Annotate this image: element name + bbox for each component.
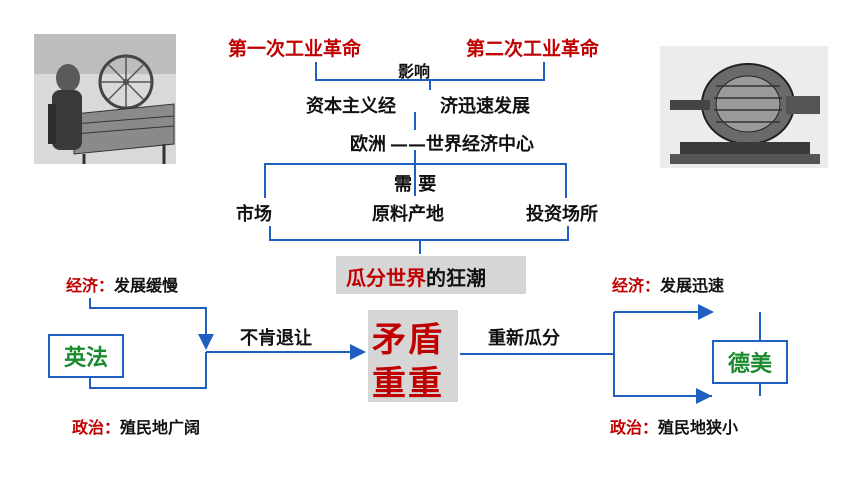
left-econ-label: 经济： xyxy=(66,276,115,295)
britain-france-label: 英法 xyxy=(63,345,108,371)
left-politics-label: 政治： xyxy=(72,418,121,437)
right-politics: 政治：殖民地狭小 xyxy=(610,414,738,438)
world-center-label: ——世界经济中心 xyxy=(390,134,534,155)
refuse-to-yield-label: 不肯退让 xyxy=(240,328,312,349)
left-econ: 经济：发展缓慢 xyxy=(66,272,178,296)
conflict-line-1: 矛盾 xyxy=(372,320,444,360)
left-politics-value: 殖民地广阔 xyxy=(120,418,201,437)
right-econ-label: 经济： xyxy=(612,276,661,295)
frenzy-title: 瓜分世界的狂潮 xyxy=(346,262,486,291)
germany-usa-box: 德美 xyxy=(712,340,788,384)
generator-machine-photo xyxy=(660,46,828,168)
conflict-line-2: 重重 xyxy=(372,364,444,404)
frenzy-red-text: 瓜分世界 xyxy=(346,266,426,290)
capitalism-text-b: 济迅速发展 xyxy=(440,96,530,117)
britain-france-box: 英法 xyxy=(48,334,124,378)
right-econ-value: 发展迅速 xyxy=(660,276,725,295)
influence-label: 影响 xyxy=(398,62,431,81)
need-item-investment: 投资场所 xyxy=(526,204,598,225)
left-politics: 政治：殖民地广阔 xyxy=(72,414,200,438)
right-politics-label: 政治： xyxy=(610,418,659,437)
need-item-market: 市场 xyxy=(236,204,272,225)
right-econ: 经济：发展迅速 xyxy=(612,272,724,296)
germany-usa-label: 德美 xyxy=(727,351,772,377)
need-label: 需 要 xyxy=(394,174,437,195)
frenzy-black-text: 的狂潮 xyxy=(426,266,486,290)
spinning-machine-icon xyxy=(34,34,176,164)
left-econ-value: 发展缓慢 xyxy=(114,276,179,295)
second-industrial-revolution: 第二次工业革命 xyxy=(466,38,600,60)
right-politics-value: 殖民地狭小 xyxy=(658,418,739,437)
spinning-machine-photo xyxy=(34,34,176,164)
first-industrial-revolution: 第一次工业革命 xyxy=(228,38,362,60)
conflict-box xyxy=(368,310,458,402)
frenzy-box xyxy=(336,256,526,294)
europe-label: 欧洲 xyxy=(350,134,386,155)
capitalism-text-a: 资本主义经 xyxy=(306,96,396,117)
need-item-raw-materials: 原料产地 xyxy=(372,204,444,225)
redivide-label: 重新瓜分 xyxy=(488,328,560,349)
generator-icon xyxy=(660,46,828,168)
